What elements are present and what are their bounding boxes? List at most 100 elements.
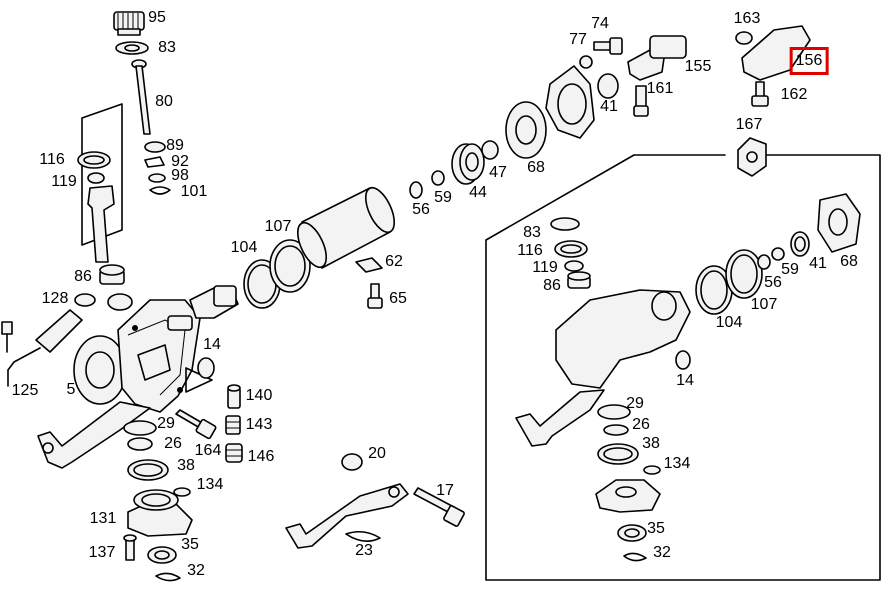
part-label-116[interactable]: 116: [39, 151, 65, 168]
part-label-89[interactable]: 89: [166, 137, 184, 154]
flange-68-left: [505, 101, 547, 159]
part-label-41-right[interactable]: 41: [809, 255, 827, 272]
clip-92: [144, 156, 165, 168]
part-label-80[interactable]: 80: [155, 93, 173, 110]
part-label-5[interactable]: 5: [66, 381, 76, 398]
ring-107-left: [269, 239, 311, 293]
part-label-156-highlighted[interactable]: 156: [789, 47, 829, 75]
nut-86-right: [567, 271, 591, 289]
part-label-86[interactable]: 86: [74, 268, 92, 285]
part-label-68-right[interactable]: 68: [840, 253, 858, 270]
flange-167: [737, 137, 767, 177]
part-label-98[interactable]: 98: [171, 167, 189, 184]
part-label-95[interactable]: 95: [148, 9, 166, 26]
part-label-65[interactable]: 65: [389, 290, 407, 307]
part-label-32[interactable]: 32: [187, 562, 205, 579]
reservoir-cap-95: [113, 11, 145, 36]
seal-35-right: [617, 524, 647, 542]
part-label-101[interactable]: 101: [180, 183, 208, 200]
ring-26-left: [127, 437, 153, 451]
coupling-155: [627, 35, 687, 81]
part-label-38[interactable]: 38: [177, 457, 195, 474]
part-label-17[interactable]: 17: [436, 482, 454, 499]
bolt-17: [413, 487, 465, 527]
part-label-14[interactable]: 14: [203, 336, 221, 353]
part-label-26[interactable]: 26: [164, 435, 182, 452]
ring-29-left: [123, 420, 157, 436]
part-label-163[interactable]: 163: [733, 10, 761, 27]
part-label-35-right[interactable]: 35: [647, 520, 665, 537]
part-label-134-right[interactable]: 134: [663, 455, 691, 472]
part-label-68[interactable]: 68: [527, 159, 545, 176]
part-label-83[interactable]: 83: [158, 39, 176, 56]
part-label-107-right[interactable]: 107: [750, 296, 778, 313]
washer-56-right: [757, 254, 771, 270]
part-label-116-right[interactable]: 116: [517, 242, 543, 259]
coupling-left: [189, 285, 239, 319]
spring-143: [225, 415, 241, 435]
part-label-26-right[interactable]: 26: [632, 416, 650, 433]
ring-29-right: [597, 404, 631, 420]
part-label-41[interactable]: 41: [600, 98, 618, 115]
washer-98: [148, 173, 166, 183]
washer-59-left: [431, 170, 445, 186]
seal-41-top: [597, 73, 619, 99]
part-label-119-right[interactable]: 119: [532, 259, 558, 276]
clip-32-left: [155, 572, 181, 582]
part-label-20[interactable]: 20: [368, 445, 386, 462]
part-label-59-right[interactable]: 59: [781, 261, 799, 278]
bolt-161: [633, 85, 649, 117]
cover-right: [595, 479, 661, 513]
part-label-56[interactable]: 56: [412, 201, 430, 218]
part-label-56-right[interactable]: 56: [764, 274, 782, 291]
part-label-134[interactable]: 134: [196, 476, 224, 493]
part-label-140[interactable]: 140: [245, 387, 273, 404]
washer-134-left: [173, 487, 191, 497]
part-label-137[interactable]: 137: [88, 544, 116, 561]
part-label-128[interactable]: 128: [41, 290, 69, 307]
part-label-62[interactable]: 62: [385, 253, 403, 270]
part-label-92[interactable]: 92: [171, 153, 189, 170]
clip-32-right: [623, 552, 647, 562]
bracket-163: [735, 25, 811, 81]
inset-frame: [485, 154, 881, 581]
part-label-104-right[interactable]: 104: [715, 314, 743, 331]
part-label-155[interactable]: 155: [684, 58, 712, 75]
ring-107-right: [725, 249, 763, 299]
part-label-35[interactable]: 35: [181, 536, 199, 553]
part-label-44[interactable]: 44: [469, 184, 487, 201]
part-label-161[interactable]: 161: [646, 80, 674, 97]
part-label-143[interactable]: 143: [245, 416, 273, 433]
part-label-29-right[interactable]: 29: [626, 395, 644, 412]
part-label-167[interactable]: 167: [735, 116, 763, 133]
part-label-29[interactable]: 29: [157, 415, 175, 432]
part-label-38-right[interactable]: 38: [642, 435, 660, 452]
part-label-164[interactable]: 164: [194, 442, 222, 459]
part-label-59[interactable]: 59: [434, 189, 452, 206]
pitman-arm-center: [285, 483, 409, 549]
plug-140: [227, 384, 241, 409]
part-label-77[interactable]: 77: [569, 31, 587, 48]
part-label-119[interactable]: 119: [51, 173, 77, 190]
part-label-74[interactable]: 74: [591, 15, 609, 32]
dipstick-80: [131, 59, 151, 135]
part-label-107[interactable]: 107: [264, 218, 292, 235]
part-label-86-right[interactable]: 86: [543, 277, 561, 294]
pitman-arm-left: [37, 401, 151, 469]
part-label-47[interactable]: 47: [489, 164, 507, 181]
sleeve-cylinder: [296, 186, 396, 269]
part-label-23[interactable]: 23: [355, 542, 373, 559]
part-label-131[interactable]: 131: [89, 510, 117, 527]
washer-77: [579, 55, 593, 69]
part-label-14-right[interactable]: 14: [676, 372, 694, 389]
part-label-125[interactable]: 125: [11, 382, 39, 399]
part-label-83-right[interactable]: 83: [523, 224, 541, 241]
part-label-162[interactable]: 162: [780, 86, 808, 103]
washer-134-right: [643, 465, 661, 475]
part-label-32-right[interactable]: 32: [653, 544, 671, 561]
part-label-104[interactable]: 104: [230, 239, 258, 256]
bolt-65: [367, 283, 383, 309]
flange-68-right: [817, 193, 861, 253]
part-label-146[interactable]: 146: [247, 448, 275, 465]
